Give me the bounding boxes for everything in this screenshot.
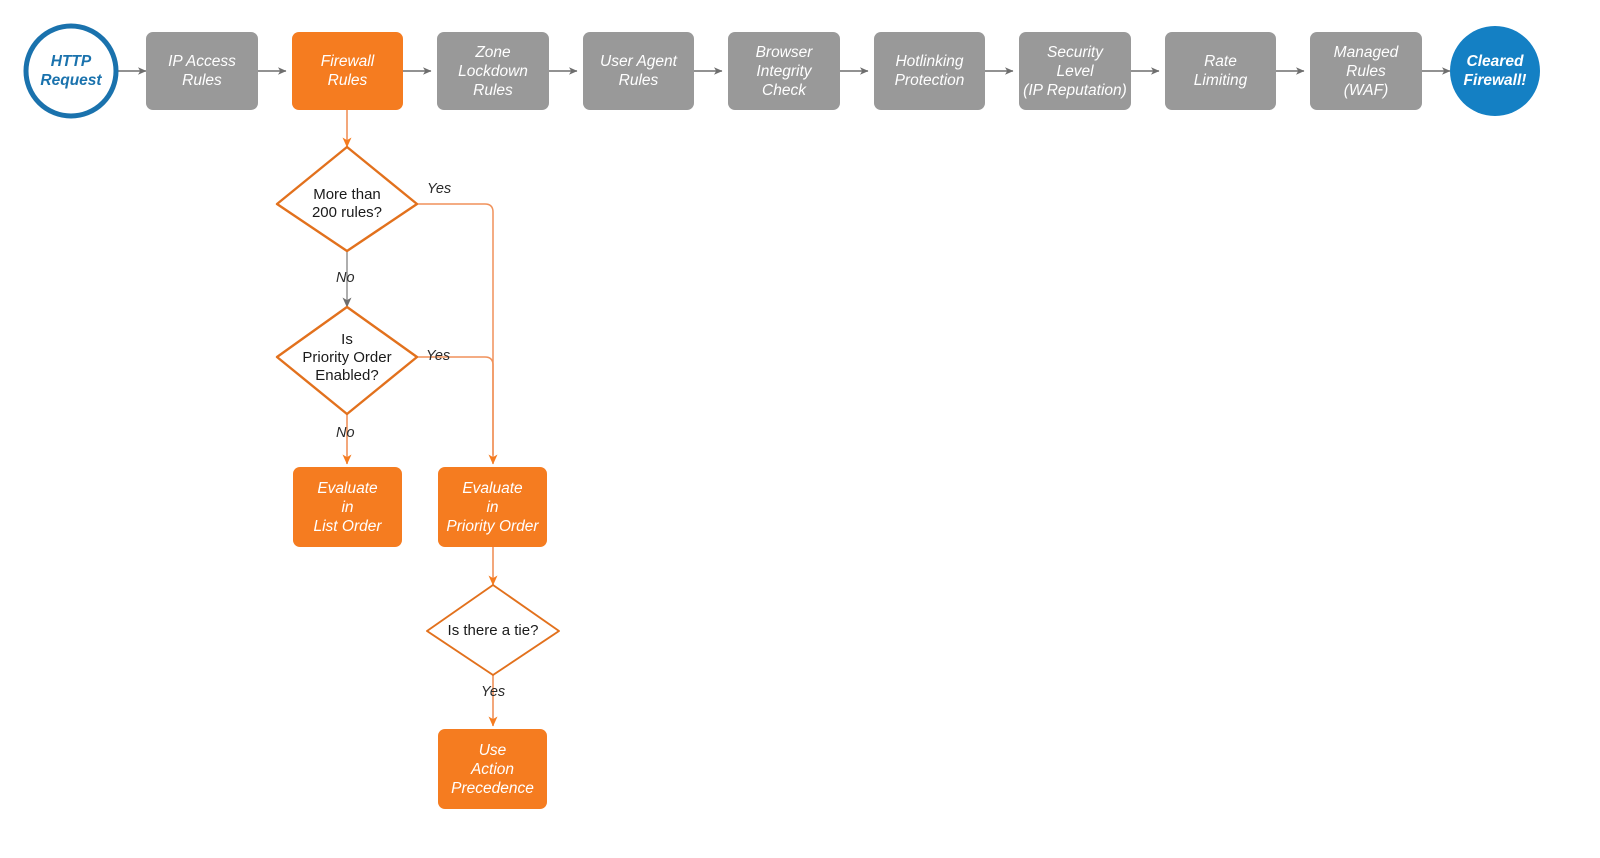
node-zone-lockdown-rules[interactable] [437,32,549,110]
node-managed-rules-waf[interactable] [1310,32,1422,110]
node-user-agent-rules[interactable] [583,32,694,110]
node-use-action-precedence[interactable] [438,729,547,809]
node-http-request[interactable] [23,23,119,119]
node-decision-tie[interactable] [426,584,560,676]
node-firewall-rules[interactable] [292,32,403,110]
node-cleared-firewall[interactable] [1450,26,1540,116]
node-browser-integrity-check[interactable] [728,32,840,110]
node-evaluate-priority-order[interactable] [438,467,547,547]
node-decision-rule-count[interactable] [275,145,419,253]
node-hotlinking-protection[interactable] [874,32,985,110]
node-ip-access-rules[interactable] [146,32,258,110]
connector-priority-yes [417,356,494,455]
node-rate-limiting[interactable] [1165,32,1276,110]
node-evaluate-list-order[interactable] [293,467,402,547]
node-decision-priority-order[interactable] [275,305,419,416]
connector-rulecount-yes [417,203,498,465]
node-security-level[interactable] [1019,32,1131,110]
